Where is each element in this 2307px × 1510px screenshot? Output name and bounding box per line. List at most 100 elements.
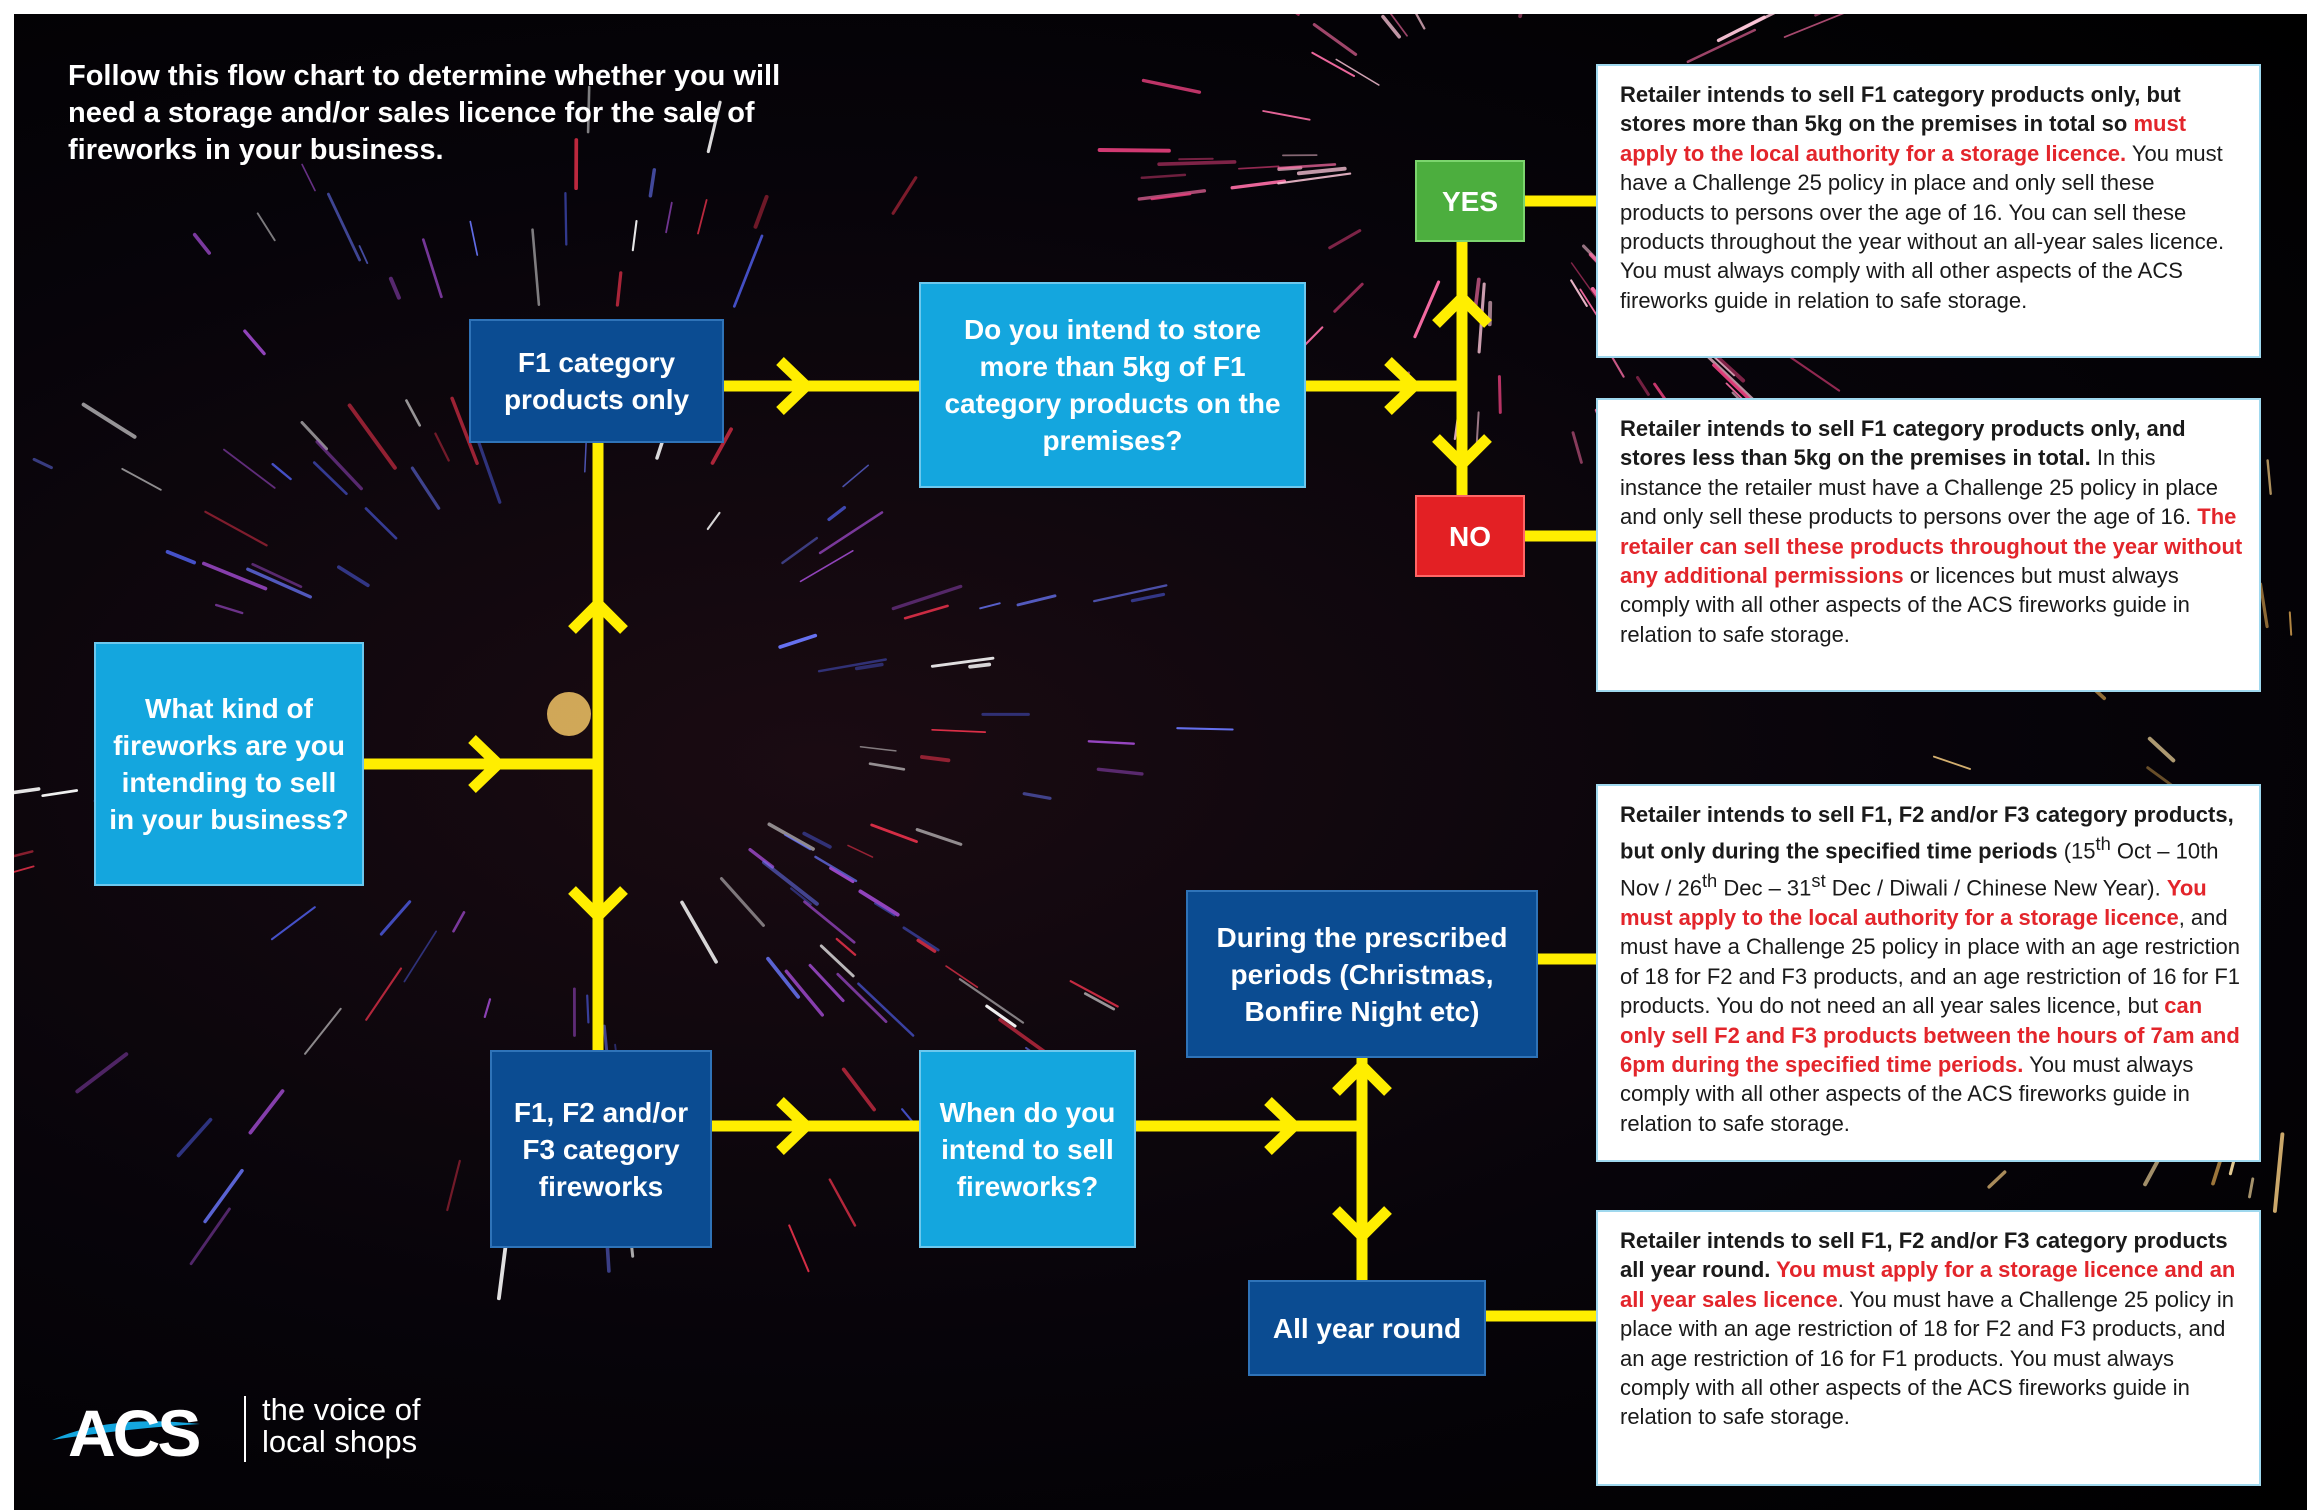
- firework-spark: [1328, 229, 1362, 250]
- firework-spark: [706, 100, 722, 154]
- logo-tagline: the voice of local shops: [262, 1394, 421, 1458]
- firework-spark: [836, 972, 888, 1023]
- arrowhead-right-3: [1384, 357, 1422, 415]
- firework-spark: [1178, 157, 1214, 161]
- firework-spark: [710, 427, 733, 465]
- firework-spark: [1141, 78, 1202, 94]
- firework-spark: [271, 463, 292, 481]
- firework-spark: [1686, 28, 1757, 64]
- firework-spark: [891, 584, 963, 611]
- firework-spark: [1277, 163, 1337, 170]
- firework-spark: [14, 850, 34, 858]
- firework-spark: [364, 507, 398, 540]
- firework-spark: [841, 1067, 876, 1112]
- firework-spark: [326, 192, 362, 262]
- info-superscript: st: [1811, 870, 1826, 892]
- firework-spark: [1097, 148, 1171, 153]
- firework-spark: [1987, 1170, 2007, 1189]
- logo-wordmark: ACS: [68, 1396, 199, 1466]
- firework-spark: [615, 271, 623, 307]
- firework-spark: [358, 245, 369, 265]
- firework-spark: [1389, 14, 1408, 37]
- info-lead: Retailer intends to sell F1 category pro…: [1620, 82, 2181, 137]
- firework-spark: [827, 505, 847, 522]
- firework-spark: [365, 967, 403, 1021]
- firework-spark: [680, 900, 718, 964]
- firework-spark: [915, 828, 963, 846]
- firework-spark: [766, 956, 801, 999]
- firework-spark: [1740, 14, 1776, 31]
- node-yes: YES: [1415, 160, 1525, 242]
- firework-spark: [1022, 792, 1052, 800]
- arrowhead-up-2: [1432, 290, 1492, 328]
- info-lead: Retailer intends to sell F1, F2 and/or F…: [1620, 1228, 2228, 1283]
- firework-spark: [1311, 51, 1355, 77]
- firework-spark: [1093, 584, 1168, 603]
- firework-spark: [81, 402, 137, 439]
- firework-spark: [799, 549, 854, 583]
- firework-spark: [1335, 58, 1380, 86]
- node-no: NO: [1415, 495, 1525, 577]
- firework-spark: [762, 860, 819, 906]
- firework-spark: [767, 822, 815, 851]
- firework-spark: [829, 866, 855, 884]
- firework-spark: [1933, 755, 1971, 770]
- firework-spark: [1238, 165, 1280, 170]
- firework-spark: [903, 604, 949, 620]
- firework-spark: [1157, 160, 1237, 166]
- firework-spark: [446, 1159, 461, 1212]
- firework-spark: [14, 787, 41, 795]
- firework-spark: [828, 1178, 857, 1227]
- firework-spark: [315, 440, 363, 491]
- firework-spark: [1712, 363, 1753, 403]
- firework-spark: [803, 900, 856, 944]
- arrowhead-right-1: [468, 735, 506, 793]
- firework-spark: [246, 567, 312, 599]
- firework-spark: [410, 466, 441, 510]
- firework-spark: [2258, 582, 2269, 629]
- firework-spark: [483, 998, 492, 1019]
- firework-spark: [784, 834, 812, 851]
- firework-spark: [945, 965, 979, 989]
- firework-spark: [256, 212, 276, 242]
- firework-spark: [450, 396, 479, 465]
- firework-spark: [192, 232, 211, 255]
- arrowhead-down-2: [1432, 434, 1492, 472]
- info-lead: Retailer intends to sell F1, F2 and/or F…: [1620, 802, 2234, 864]
- firework-spark: [304, 1007, 342, 1055]
- firework-spark: [802, 831, 832, 849]
- info-highlight: must apply to the local authority for a …: [1620, 111, 2187, 166]
- firework-spark: [2272, 1132, 2285, 1213]
- connector-lines: [364, 195, 1596, 1322]
- firework-spark: [902, 926, 940, 952]
- firework-spark: [916, 938, 937, 953]
- firework-spark: [1016, 594, 1057, 607]
- firework-spark: [847, 844, 874, 858]
- firework-spark: [719, 877, 765, 927]
- firework-spark: [665, 201, 673, 234]
- firework-spark: [1069, 980, 1119, 1008]
- firework-spark: [2248, 1177, 2255, 1199]
- firework-spark: [817, 658, 887, 673]
- firework-spark: [1083, 992, 1116, 1011]
- info-box-prescribed: Retailer intends to sell F1, F2 and/or F…: [1596, 784, 2261, 1162]
- logo-tagline-line-1: the voice of: [262, 1392, 421, 1427]
- node-prescribed-periods: During the prescribed periods (Christmas…: [1186, 890, 1538, 1058]
- acs-logo-mark: ACS: [52, 1396, 202, 1470]
- firework-spark: [223, 448, 276, 489]
- info-body: You must have a Challenge 25 policy in p…: [1620, 140, 2225, 313]
- firework-spark: [1413, 280, 1441, 339]
- info-body: You must always comply with all other as…: [1620, 1051, 2194, 1136]
- firework-spark: [1570, 262, 1600, 302]
- firework-spark: [631, 220, 638, 252]
- firework-spark: [1296, 166, 1347, 176]
- logo-tagline-line-2: local shops: [262, 1424, 418, 1459]
- firework-spark: [214, 603, 244, 615]
- firework-spark: [1140, 173, 1187, 180]
- firework-spark: [874, 902, 896, 917]
- firework-spark: [931, 728, 987, 733]
- firework-spark: [469, 220, 479, 256]
- info-box-all-year: Retailer intends to sell F1, F2 and/or F…: [1596, 1210, 2261, 1486]
- firework-spark: [706, 511, 721, 531]
- firework-spark: [930, 656, 995, 668]
